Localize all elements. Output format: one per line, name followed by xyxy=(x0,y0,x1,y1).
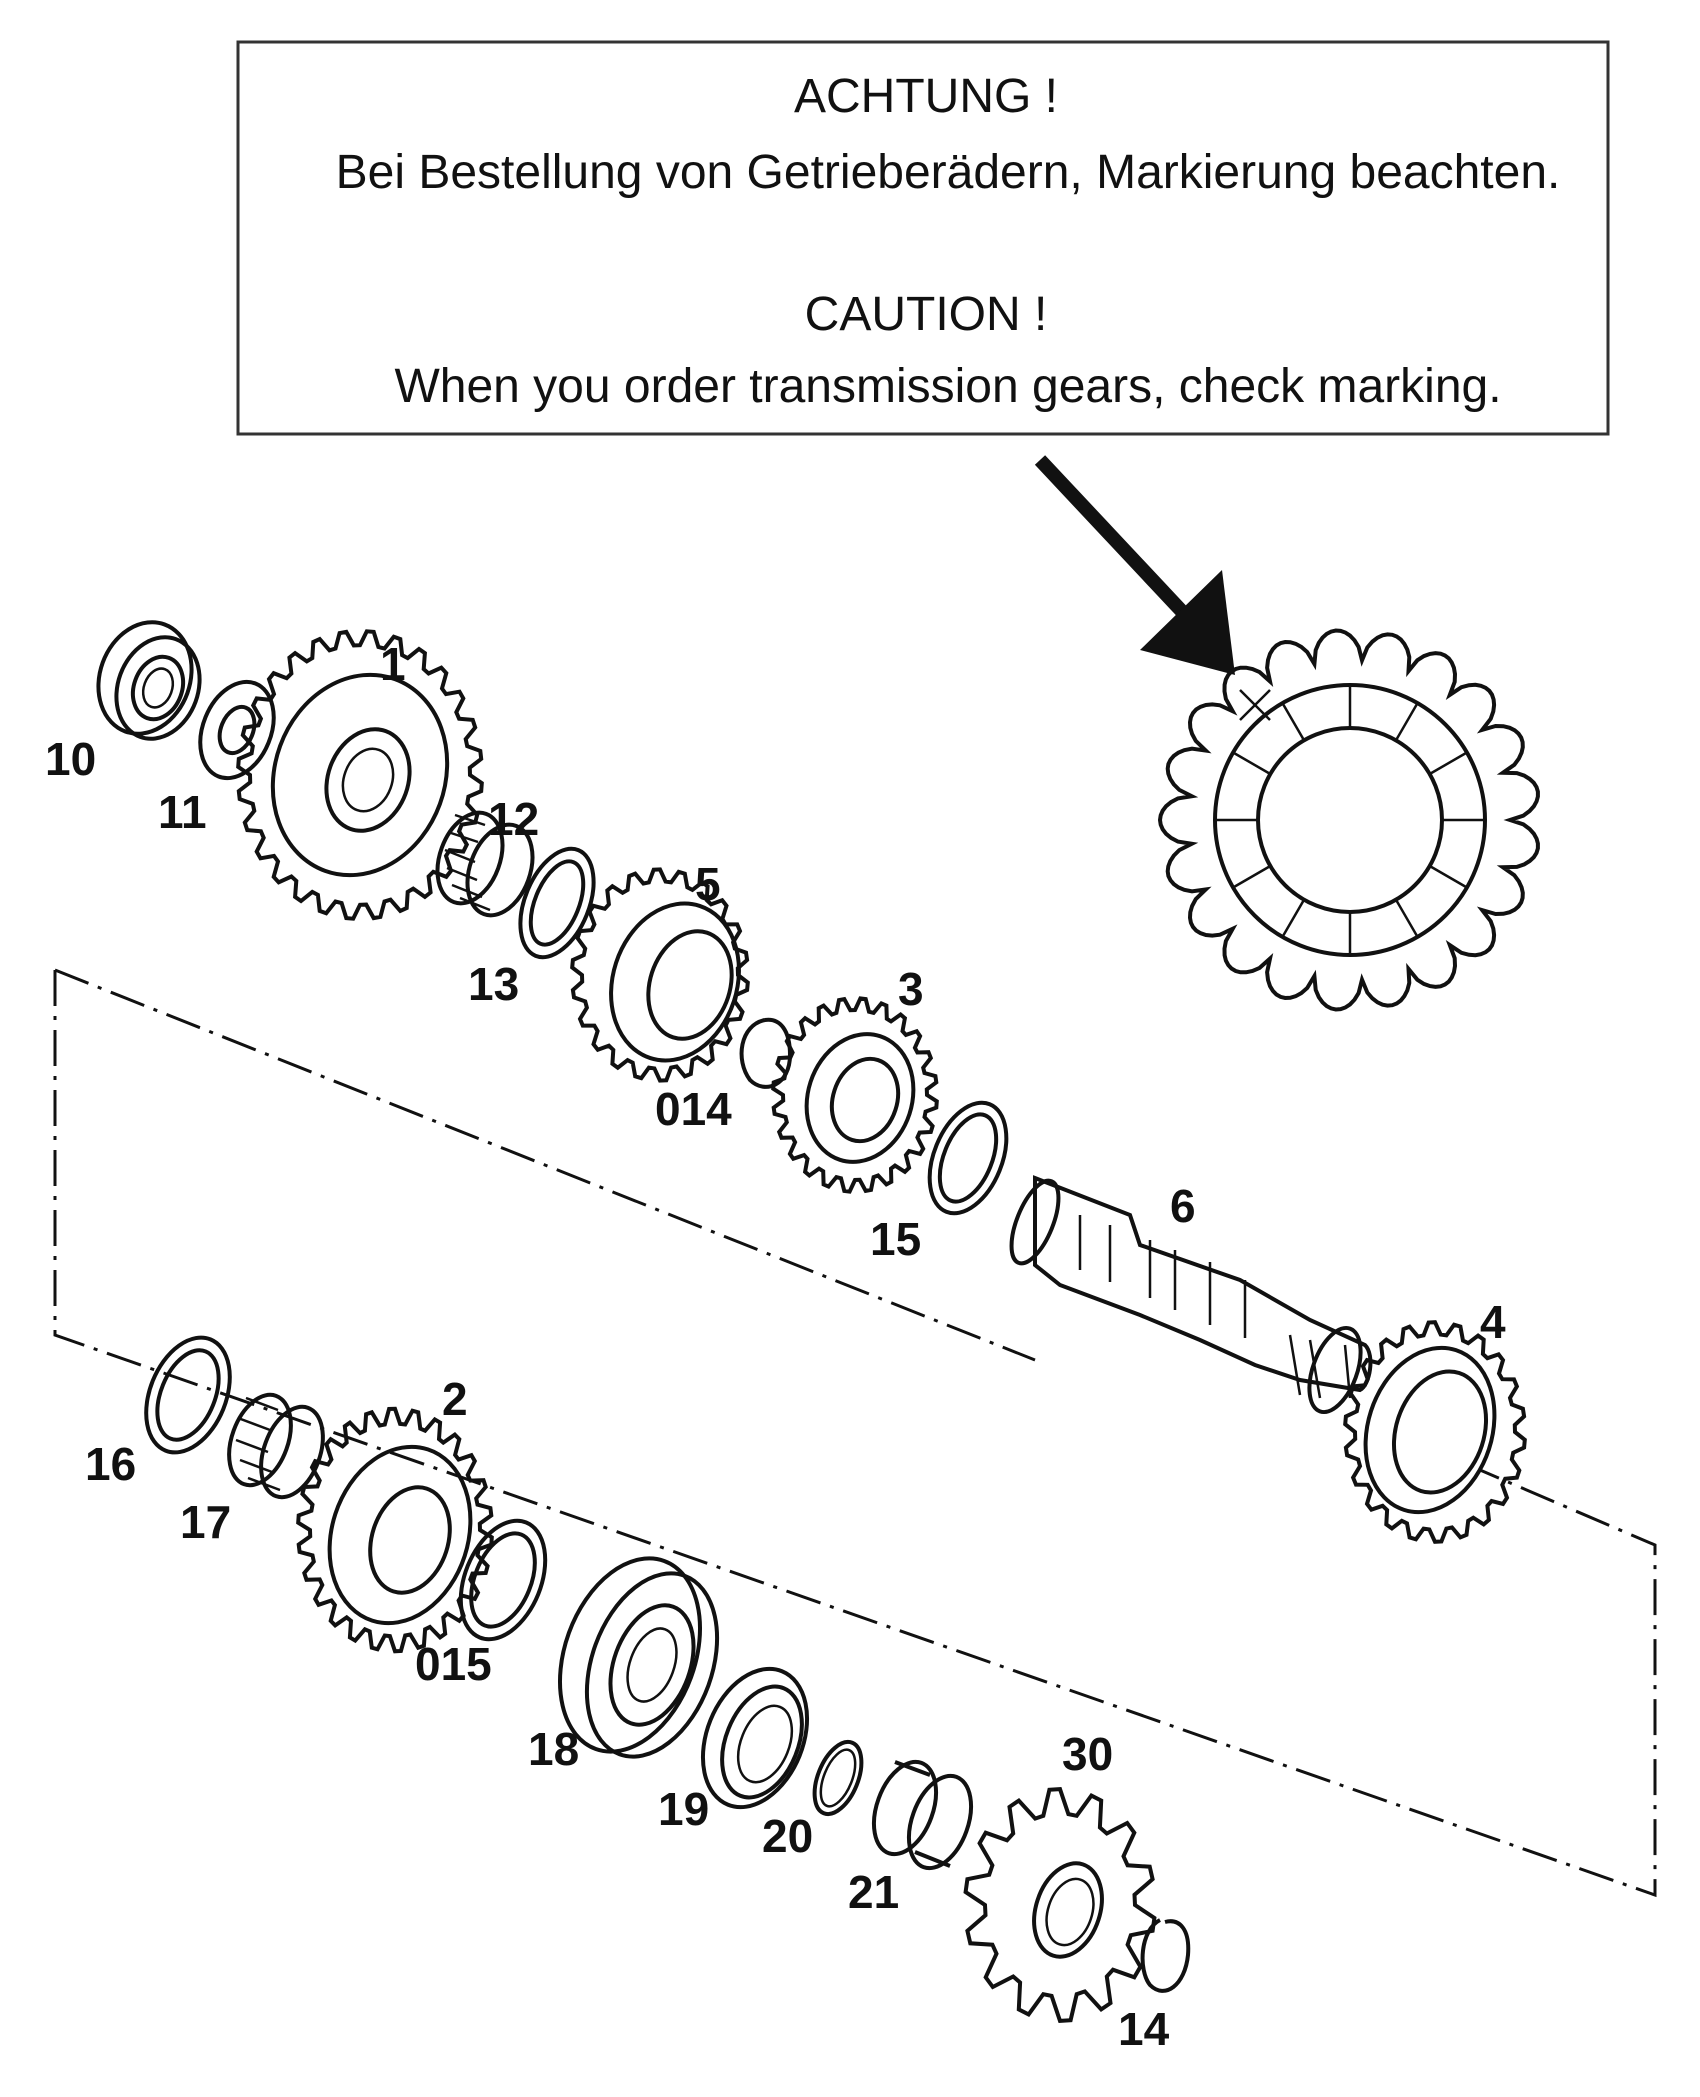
part-4-gear xyxy=(1343,1320,1527,1544)
callout-20: 20 xyxy=(762,1810,813,1862)
part-015-washer xyxy=(458,1518,548,1642)
callout-30: 30 xyxy=(1062,1728,1113,1780)
callout-12: 12 xyxy=(488,793,539,845)
part-1-gear xyxy=(236,629,484,921)
detail-gear-slot xyxy=(1429,864,1468,889)
detail-gear-slot xyxy=(1232,751,1271,776)
detail-gear-slot xyxy=(1394,702,1419,741)
assembly-boundary xyxy=(53,968,1657,1898)
callout-14: 14 xyxy=(1118,2003,1170,2055)
part-13-washer xyxy=(518,846,596,960)
part-19-seal-ring xyxy=(700,1666,810,1810)
callout-15: 15 xyxy=(870,1213,921,1265)
detail-gear-slot xyxy=(1281,702,1306,741)
part-21-spacer-bushing xyxy=(871,1759,974,1871)
callout-2: 2 xyxy=(442,1373,468,1425)
callout-4: 4 xyxy=(1480,1296,1506,1348)
part-014-circlip xyxy=(739,1017,793,1089)
callout-labels: 1 10 11 12 13 5 014 3 15 6 4 2 16 17 015… xyxy=(45,638,1506,2055)
callout-16: 16 xyxy=(85,1438,136,1490)
part-15-washer xyxy=(927,1100,1009,1216)
caution-notice-box: ACHTUNG ! Bei Bestellung von Getrieberäd… xyxy=(236,40,1610,436)
part-10-bearing xyxy=(96,620,202,741)
part-2-gear xyxy=(296,1406,494,1654)
callout-13: 13 xyxy=(468,958,519,1010)
callout-6: 6 xyxy=(1170,1180,1196,1232)
notice-text-english: When you order transmission gears, check… xyxy=(394,360,1501,413)
detail-gear-slot xyxy=(1281,899,1306,938)
callout-015: 015 xyxy=(415,1638,492,1690)
callout-11: 11 xyxy=(158,786,207,838)
detail-gear-slot xyxy=(1429,751,1468,776)
part-16-washer xyxy=(144,1335,232,1455)
part-11-washer xyxy=(198,679,276,781)
callout-014: 014 xyxy=(655,1083,732,1135)
callout-5: 5 xyxy=(695,858,721,910)
marking-arrow xyxy=(1034,455,1235,675)
callout-1: 1 xyxy=(380,638,406,690)
callout-21: 21 xyxy=(848,1866,899,1918)
detail-gear-slot xyxy=(1232,864,1271,889)
notice-text-german: Bei Bestellung von Getrieberädern, Marki… xyxy=(336,146,1561,199)
part-14-circlip xyxy=(1140,1918,1191,1993)
callout-10: 10 xyxy=(45,733,96,785)
part-18-bearing xyxy=(557,1556,720,1759)
detail-gear-slot xyxy=(1394,899,1419,938)
part-5-gear xyxy=(570,867,750,1083)
notice-heading-german: ACHTUNG ! xyxy=(794,70,1058,123)
detail-gear-marking xyxy=(1157,628,1540,1012)
callout-19: 19 xyxy=(658,1783,709,1835)
callout-3: 3 xyxy=(898,963,924,1015)
callout-17: 17 xyxy=(180,1496,231,1548)
part-20-o-ring xyxy=(812,1739,864,1817)
part-12-needle-bearing xyxy=(435,810,535,918)
callout-18: 18 xyxy=(528,1723,579,1775)
part-3-gear xyxy=(771,996,939,1194)
part-30-sprocket xyxy=(963,1787,1157,2023)
notice-heading-english: CAUTION ! xyxy=(805,288,1048,341)
